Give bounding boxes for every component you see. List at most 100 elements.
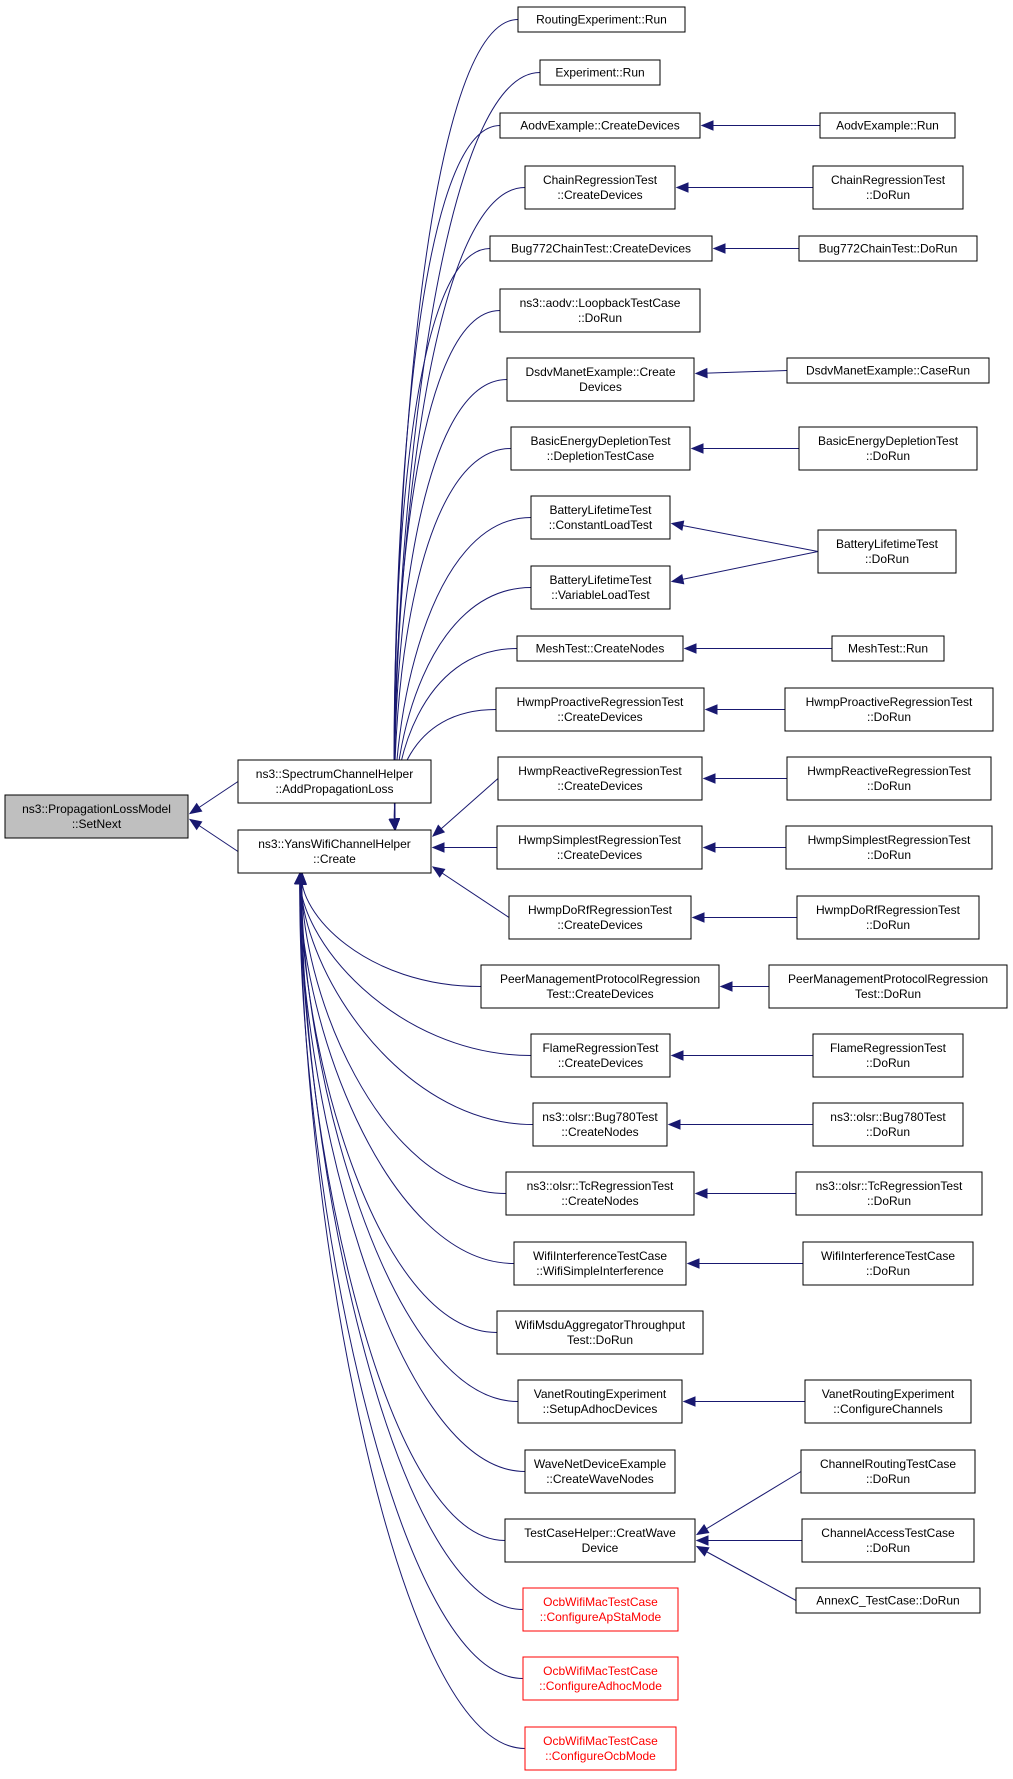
node-c-hwmppro[interactable]: HwmpProactiveRegressionTest::CreateDevic… <box>495 687 705 732</box>
node-r-vanet[interactable]: VanetRoutingExperiment::ConfigureChannel… <box>804 1379 972 1424</box>
node-label-line: WifiInterferenceTestCase <box>821 1249 955 1263</box>
arrowhead <box>695 1545 710 1557</box>
node-label-line: HwmpProactiveRegressionTest <box>806 695 973 709</box>
node-r-annexc[interactable]: AnnexC_TestCase::DoRun <box>795 1587 981 1614</box>
node-label-line: RoutingExperiment::Run <box>536 13 667 27</box>
edge-r_aodvrun-to-c_aodvex <box>700 120 820 131</box>
node-c-hwmpdorf[interactable]: HwmpDoRfRegressionTest::CreateDevices <box>508 895 692 940</box>
node-spectrum[interactable]: ns3::SpectrumChannelHelper::AddPropagati… <box>237 759 432 804</box>
node-r-hwmpdorf[interactable]: HwmpDoRfRegressionTest::DoRun <box>796 895 980 940</box>
edge-c_hwmpdorf-to-yans <box>431 866 510 918</box>
node-c-hwmpsim[interactable]: HwmpSimplestRegressionTest::CreateDevice… <box>496 825 703 870</box>
node-c-energy[interactable]: BasicEnergyDepletionTest::DepletionTestC… <box>510 426 691 471</box>
node-label-line: ::DoRun <box>866 1125 910 1139</box>
node-box <box>510 426 691 471</box>
node-c-flame[interactable]: FlameRegressionTest::CreateDevices <box>530 1033 671 1078</box>
node-c-aodvex[interactable]: AodvExample::CreateDevices <box>499 112 701 139</box>
node-c-ocbocb[interactable]: OcbWifiMacTestCase::ConfigureOcbMode <box>524 1726 677 1771</box>
node-c-batconst[interactable]: BatteryLifetimeTest::ConstantLoadTest <box>530 495 671 540</box>
node-label-line: ::CreateDevices <box>558 1056 643 1070</box>
node-label-line: BasicEnergyDepletionTest <box>818 434 959 448</box>
node-c-wavenet[interactable]: WaveNetDeviceExample::CreateWaveNodes <box>524 1449 676 1494</box>
node-r-mesh[interactable]: MeshTest::Run <box>831 635 945 662</box>
node-label-line: AodvExample::Run <box>836 119 939 133</box>
edge-r_peer-to-c_peer <box>719 981 769 992</box>
node-box <box>800 1449 976 1494</box>
node-c-peer[interactable]: PeerManagementProtocolRegressionTest::Cr… <box>480 964 720 1009</box>
node-c-tcreg[interactable]: ns3::olsr::TcRegressionTest::CreateNodes <box>505 1171 695 1216</box>
node-c-chain[interactable]: ChainRegressionTest::CreateDevices <box>524 165 676 210</box>
node-label-line: ::DoRun <box>867 1194 911 1208</box>
node-label-line: Devices <box>579 380 622 394</box>
node-c-vanet[interactable]: VanetRoutingExperiment::SetupAdhocDevice… <box>517 1379 683 1424</box>
node-box <box>522 1587 679 1632</box>
node-c-routing[interactable]: RoutingExperiment::Run <box>517 6 686 33</box>
node-box <box>505 1171 695 1216</box>
node-r-chanrouting[interactable]: ChannelRoutingTestCase::DoRun <box>800 1449 976 1494</box>
node-r-dsdv[interactable]: DsdvManetExample::CaseRun <box>786 357 990 384</box>
node-r-bug780[interactable]: ns3::olsr::Bug780Test::DoRun <box>812 1102 964 1147</box>
node-label-line: FlameRegressionTest <box>830 1041 947 1055</box>
node-c-mesh[interactable]: MeshTest::CreateNodes <box>516 635 684 662</box>
edge-r_battery-to-c_batconst <box>670 520 819 552</box>
node-box <box>798 235 978 262</box>
node-root[interactable]: ns3::PropagationLossModel::SetNext <box>4 794 189 839</box>
node-label-line: ::DoRun <box>866 1056 910 1070</box>
node-r-wifiinter[interactable]: WifiInterferenceTestCase::DoRun <box>802 1241 974 1286</box>
node-label-line: WifiMsduAggregatorThroughput <box>515 1318 686 1332</box>
nodes-layer: ns3::PropagationLossModel::SetNext ns3::S… <box>4 6 1008 1771</box>
node-box <box>795 1587 981 1614</box>
node-label-line: ::ConfigureChannels <box>833 1402 942 1416</box>
node-c-ocbap[interactable]: OcbWifiMacTestCase::ConfigureApStaMode <box>522 1587 679 1632</box>
node-box <box>499 112 701 139</box>
node-label-line: ::CreateWaveNodes <box>546 1472 654 1486</box>
node-r-peer[interactable]: PeerManagementProtocolRegressionTest::Do… <box>768 964 1008 1009</box>
node-c-ocbadhoc[interactable]: OcbWifiMacTestCase::ConfigureAdhocMode <box>522 1656 679 1701</box>
node-r-chain[interactable]: ChainRegressionTest::DoRun <box>812 165 964 210</box>
node-r-tcreg[interactable]: ns3::olsr::TcRegressionTest::DoRun <box>795 1171 983 1216</box>
node-r-bug772[interactable]: Bug772ChainTest::DoRun <box>798 235 978 262</box>
node-c-wifiinter[interactable]: WifiInterferenceTestCase::WifiSimpleInte… <box>513 1241 687 1286</box>
node-c-bug772[interactable]: Bug772ChainTest::CreateDevices <box>489 235 713 262</box>
node-r-hwmppro[interactable]: HwmpProactiveRegressionTest::DoRun <box>784 687 994 732</box>
arrowhead <box>188 818 203 831</box>
node-c-hwmpre[interactable]: HwmpReactiveRegressionTest::CreateDevice… <box>497 756 703 801</box>
node-box <box>786 357 990 384</box>
node-r-aodvrun[interactable]: AodvExample::Run <box>819 112 956 139</box>
node-label-line: ns3::olsr::TcRegressionTest <box>816 1179 963 1193</box>
node-box <box>237 829 432 874</box>
node-label-line: ::CreateNodes <box>561 1194 638 1208</box>
node-box <box>768 964 1008 1009</box>
node-c-exp[interactable]: Experiment::Run <box>539 59 661 86</box>
node-label-line: ChainRegressionTest <box>831 173 946 187</box>
node-label-line: Experiment::Run <box>555 66 644 80</box>
node-r-hwmpre[interactable]: HwmpReactiveRegressionTest::DoRun <box>786 756 992 801</box>
node-c-loopback[interactable]: ns3::aodv::LoopbackTestCase::DoRun <box>499 288 701 333</box>
node-r-flame[interactable]: FlameRegressionTest::DoRun <box>812 1033 964 1078</box>
arrowhead <box>388 817 399 832</box>
node-r-energy[interactable]: BasicEnergyDepletionTest::DoRun <box>798 426 978 471</box>
edge-line <box>432 778 499 837</box>
node-r-hwmpsim[interactable]: HwmpSimplestRegressionTest::DoRun <box>785 825 993 870</box>
node-box <box>530 565 671 610</box>
node-box <box>480 964 720 1009</box>
node-label-line: BatteryLifetimeTest <box>549 503 652 517</box>
arrowhead <box>431 866 446 878</box>
node-c-bug780[interactable]: ns3::olsr::Bug780Test::CreateNodes <box>532 1102 668 1147</box>
node-yans[interactable]: ns3::YansWifiChannelHelper::Create <box>237 829 432 874</box>
node-r-chanaccess[interactable]: ChannelAccessTestCase::DoRun <box>801 1518 975 1563</box>
edge-c_wavenet-to-yans <box>294 871 526 1472</box>
node-c-batvar[interactable]: BatteryLifetimeTest::VariableLoadTest <box>530 565 671 610</box>
node-label-line: PeerManagementProtocolRegression <box>788 972 988 986</box>
node-box <box>539 59 661 86</box>
node-box <box>817 529 957 574</box>
edge-line <box>300 872 498 1333</box>
node-label-line: ns3::PropagationLossModel <box>22 802 171 816</box>
node-label-line: ::DoRun <box>866 188 910 202</box>
node-label-line: HwmpSimplestRegressionTest <box>518 833 681 847</box>
node-c-dsdv[interactable]: DsdvManetExample::CreateDevices <box>506 357 695 402</box>
node-r-battery[interactable]: BatteryLifetimeTest::DoRun <box>817 529 957 574</box>
node-label-line: HwmpReactiveRegressionTest <box>807 764 971 778</box>
